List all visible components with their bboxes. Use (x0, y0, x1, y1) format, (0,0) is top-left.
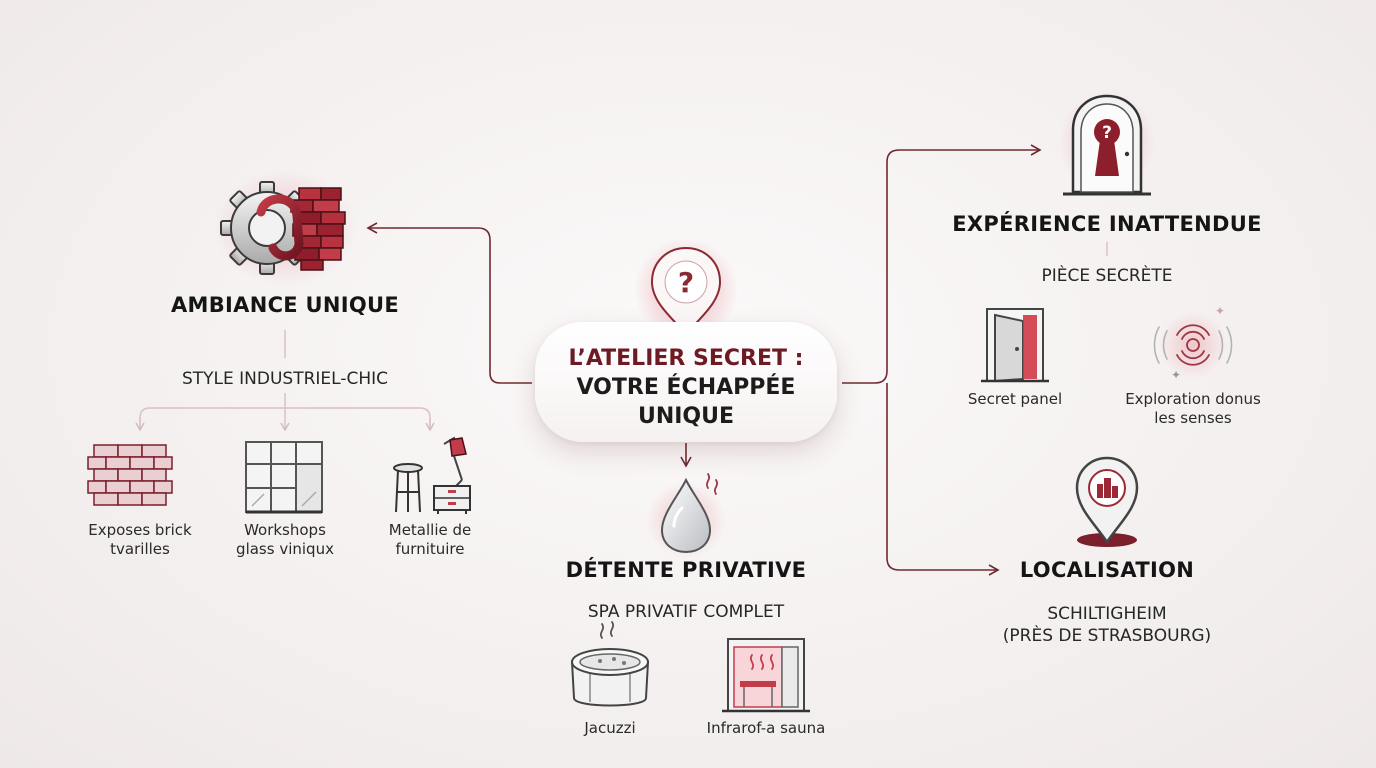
connector-ambiance-branches (135, 393, 435, 432)
ambiance-item-glass-label: Workshops glass viniqux (200, 521, 370, 559)
localisation-subtitle-line1: SCHILTIGHEIM (1047, 604, 1167, 624)
svg-text:?: ? (678, 266, 694, 299)
ambiance-item-glass-line2: glass viniqux (236, 540, 334, 558)
center-title: L’ATELIER SECRET : VOTRE ÉCHAPPÉE UNIQUE (535, 344, 837, 431)
ambiance-item-brick-line2: tvarilles (110, 540, 170, 558)
experience-item-senses-line1: Exploration donus (1125, 390, 1261, 408)
connector-center-to-ambiance (366, 222, 532, 384)
experience-item-panel-line1: Secret panel (967, 390, 1063, 408)
svg-text:?: ? (1102, 123, 1112, 143)
senses-waves-icon: ✦ ✦ (1153, 304, 1233, 382)
industrial-furniture-icon (393, 436, 471, 514)
ambiance-item-glass-line1: Workshops (244, 521, 326, 539)
ambiance-item-brick-label: Exposes brick tvarilles (55, 521, 225, 559)
ambiance-item-brick-line1: Exposes brick (88, 521, 192, 539)
jacuzzi-icon (570, 621, 650, 707)
center-node (535, 322, 837, 442)
secret-door-icon (981, 308, 1049, 383)
ambiance-subtitle: STYLE INDUSTRIEL-CHIC (181, 369, 389, 389)
ambiance-item-furniture-line1: Metallie de (388, 521, 472, 539)
glass-panel-icon (245, 441, 323, 514)
keyhole-door-icon: ? (1059, 90, 1155, 196)
detente-subtitle: SPA PRIVATIF COMPLET (587, 602, 785, 622)
detente-title: DÉTENTE PRIVATIVE (565, 558, 807, 582)
svg-text:✦: ✦ (1215, 304, 1225, 318)
localisation-subtitle-line2: (PRÈS DE STRASBOURG) (1002, 626, 1212, 646)
water-drop-icon (646, 473, 726, 558)
connector-center-to-right (842, 144, 1042, 576)
ambiance-item-furniture-line2: furnituire (395, 540, 465, 558)
experience-title: EXPÉRIENCE INATTENDUE (952, 212, 1262, 236)
detente-item-sauna-label: Infrarof-a sauna (706, 719, 826, 737)
experience-item-panel-label: Secret panel (935, 390, 1095, 409)
ambiance-title: AMBIANCE UNIQUE (170, 293, 400, 317)
center-title-line3: UNIQUE (637, 404, 735, 429)
sauna-icon (722, 638, 810, 713)
experience-item-senses-label: Exploration donus les senses (1103, 390, 1283, 428)
localisation-subtitle: SCHILTIGHEIM (PRÈS DE STRASBOURG) (947, 603, 1267, 647)
center-title-line1: L’ATELIER SECRET : (568, 346, 804, 371)
ambiance-item-furniture-label: Metallie de furnituire (345, 521, 515, 559)
localisation-title: LOCALISATION (1019, 558, 1195, 582)
svg-text:✦: ✦ (1171, 368, 1181, 382)
experience-subtitle: PIÈCE SECRÈTE (1041, 266, 1173, 286)
experience-item-senses-line2: les senses (1154, 409, 1232, 427)
brick-wall-icon (87, 444, 173, 506)
detente-item-jacuzzi-label: Jacuzzi (584, 719, 636, 737)
question-pin-icon: ? (634, 238, 738, 342)
gear-brick-icon (213, 170, 357, 286)
location-pin-icon (1075, 456, 1139, 547)
center-title-line2: VOTRE ÉCHAPPÉE (576, 375, 796, 400)
